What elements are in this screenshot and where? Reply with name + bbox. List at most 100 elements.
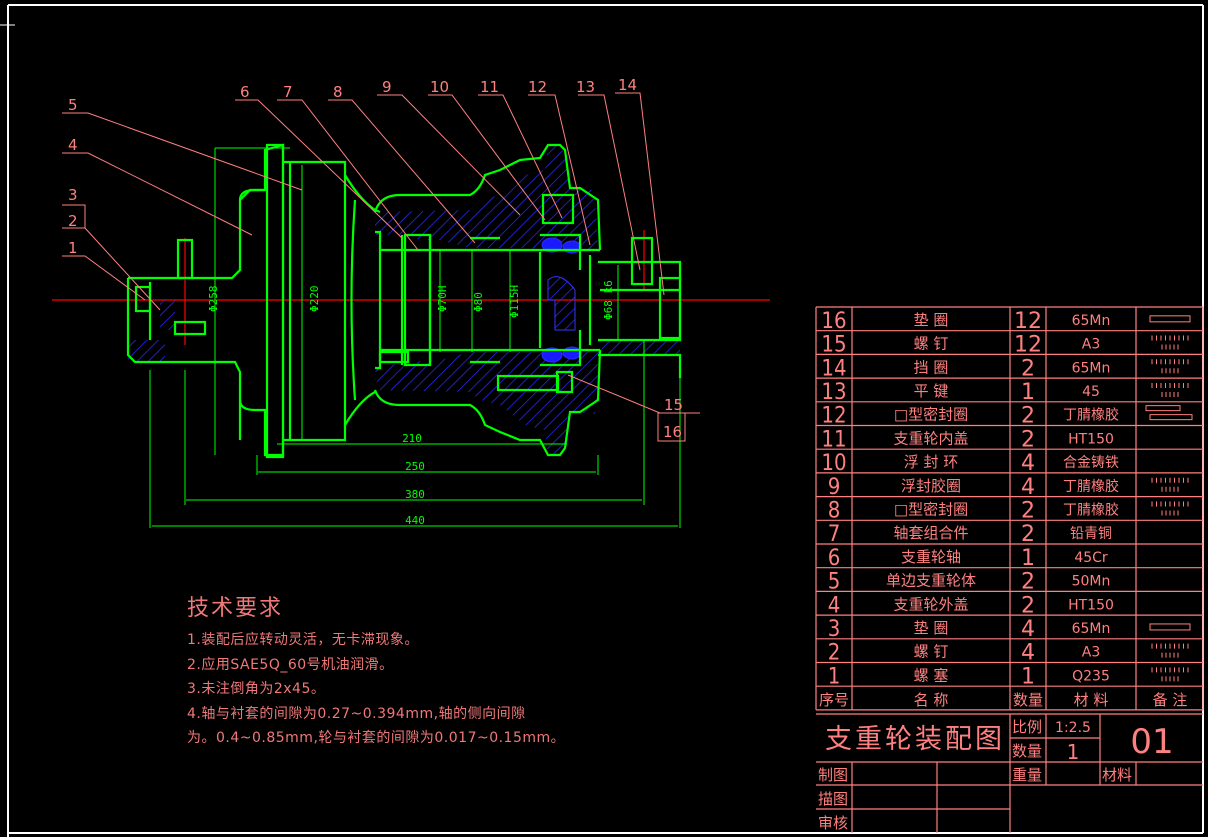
dim-d68: Φ68 k6 — [602, 280, 615, 320]
bom-row-name: 垫 圈 — [914, 311, 949, 329]
title-block-text: 支重轮装配图 比例 1:2.5 数量 1 01 重量 材料 制图 描图 审核 — [818, 718, 1174, 832]
dim-d258: Φ258 — [207, 286, 220, 313]
callout-6: 6 — [240, 83, 250, 101]
seal-rings — [541, 237, 582, 363]
checked-by-label: 审核 — [818, 814, 848, 832]
drawing-title: 支重轮装配图 — [825, 724, 1005, 755]
bom-row-quantity: 12 — [1014, 333, 1042, 358]
callout-4: 4 — [68, 136, 78, 154]
bom-row-material: 丁腈橡胶 — [1063, 407, 1119, 424]
drawing-number: 01 — [1130, 722, 1173, 762]
bom-row-quantity: 1 — [1021, 664, 1035, 689]
bom-row-name: 单边支重轮体 — [886, 572, 976, 590]
bom-row-material: 65Mn — [1072, 360, 1111, 376]
bom-row-number: 13 — [821, 380, 846, 405]
bom-row-number: 3 — [828, 617, 841, 642]
bom-row-number: 8 — [828, 498, 841, 523]
standard-code-icon — [1151, 667, 1189, 682]
callout-15: 15 — [664, 396, 683, 414]
dim-d80: Φ80 — [472, 292, 485, 312]
bom-row-name: 支重轮轴 — [901, 548, 961, 566]
bom-row-number: 10 — [821, 451, 846, 476]
callout-13: 13 — [576, 78, 595, 96]
standard-code-icon — [1151, 335, 1189, 350]
bom-row-name: 浮 封 环 — [904, 453, 959, 471]
callout-12: 12 — [528, 78, 547, 96]
bom-row-material: A3 — [1082, 337, 1100, 353]
callout-11: 11 — [480, 78, 499, 96]
tech-requirement-line: 2.应用SAE5Q_60号机油润滑。 — [187, 656, 394, 673]
bom-row-name: 支重轮外盖 — [893, 595, 968, 613]
bom-row-material: A3 — [1082, 645, 1100, 661]
bom-row-quantity: 2 — [1021, 404, 1035, 429]
standard-code-icon — [1151, 477, 1189, 492]
bom-row-quantity: 12 — [1014, 309, 1042, 334]
quantity-value: 1 — [1067, 740, 1080, 764]
bom-row-number: 1 — [828, 664, 841, 689]
bom-row-material: 65Mn — [1072, 313, 1111, 329]
scale-value: 1:2.5 — [1055, 720, 1091, 736]
bom-row-number: 12 — [821, 404, 846, 429]
callout-14: 14 — [618, 76, 637, 94]
dimension-labels: 210 250 380 440 Φ258 Φ220 Φ70H Φ80 Φ115H… — [207, 280, 615, 527]
bom-row-quantity: 2 — [1021, 522, 1035, 547]
part-callouts: 1 2 3 4 5 6 7 8 9 10 11 12 13 14 15 16 — [68, 76, 683, 441]
seal-symbol-icon — [1145, 405, 1193, 421]
bom-row-quantity: 2 — [1021, 356, 1035, 381]
bom-row-name: 支重轮内盖 — [893, 429, 968, 447]
bom-row-name: □型密封圈 — [894, 500, 968, 518]
bom-header-remarks: 备 注 — [1153, 691, 1188, 709]
bom-row-name: 平 键 — [914, 382, 949, 400]
dimension-lines — [149, 147, 681, 528]
drawn-by-label: 制图 — [818, 766, 848, 784]
bom-row-material: Q235 — [1072, 668, 1110, 684]
bom-row-material: 丁腈橡胶 — [1063, 501, 1119, 518]
dim-210: 210 — [402, 432, 422, 445]
callout-2: 2 — [68, 212, 78, 230]
traced-by-label: 描图 — [818, 790, 848, 808]
bom-row-name: 螺 钉 — [914, 335, 949, 353]
bom-row-quantity: 4 — [1021, 617, 1035, 642]
bom-row-quantity: 2 — [1021, 570, 1035, 595]
scale-label: 比例 — [1012, 718, 1042, 736]
callout-8: 8 — [333, 83, 343, 101]
bom-row-material: 50Mn — [1072, 574, 1111, 590]
assembly-outline — [126, 143, 682, 459]
bom-row-name: 浮封胶圈 — [901, 477, 961, 495]
bom-row-number: 4 — [828, 593, 841, 618]
bom-header-material: 材 料 — [1074, 691, 1109, 709]
bom-row-number: 5 — [828, 570, 841, 595]
standard-code-icon — [1151, 501, 1189, 516]
title-block — [816, 713, 1203, 833]
callout-16: 16 — [663, 423, 682, 441]
tech-requirement-line: 3.未注倒角为2x45。 — [187, 681, 326, 697]
callout-9: 9 — [382, 78, 392, 96]
standard-code-icon — [1151, 382, 1189, 397]
bom-row-number: 16 — [821, 309, 846, 334]
bom-row-quantity: 4 — [1021, 451, 1035, 476]
dim-380: 380 — [405, 488, 425, 501]
washer-symbol-icon — [1149, 315, 1191, 323]
bom-row-material: HT150 — [1068, 597, 1114, 613]
bom-row-quantity: 1 — [1021, 546, 1035, 571]
bom-row-material: 合金铸铁 — [1063, 455, 1119, 471]
washer-symbol-icon — [1149, 623, 1191, 631]
dim-440: 440 — [405, 514, 425, 527]
bom-row-quantity: 2 — [1021, 593, 1035, 618]
bom-row-material: 65Mn — [1072, 621, 1111, 637]
bom-row-quantity: 2 — [1021, 427, 1035, 452]
bom-row-name: 螺 钉 — [914, 643, 949, 661]
bom-row-material: 丁腈橡胶 — [1063, 478, 1119, 495]
dim-d220: Φ220 — [308, 286, 321, 313]
tech-requirement-line: 为。0.4~0.85mm,轮与衬套的间隙为0.017~0.15mm。 — [187, 730, 566, 746]
dim-d70: Φ70H — [436, 286, 449, 313]
callout-5: 5 — [68, 96, 78, 114]
bom-row-number: 9 — [828, 475, 841, 500]
bom-row-number: 7 — [828, 522, 841, 547]
bom-row-name: □型密封圈 — [894, 406, 968, 424]
callout-3: 3 — [68, 186, 78, 204]
bom-row-quantity: 4 — [1021, 475, 1035, 500]
bom-row-name: 挡 圈 — [914, 358, 949, 376]
material-label: 材料 — [1102, 766, 1132, 784]
bom-row-material: 45Cr — [1074, 550, 1108, 566]
